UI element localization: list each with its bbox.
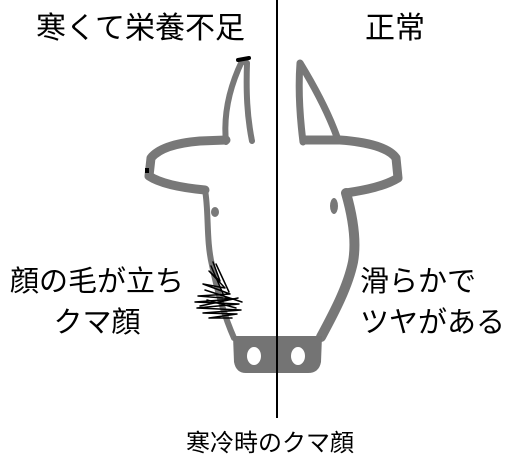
figure-caption: 寒冷時のクマ顔 bbox=[186, 429, 354, 457]
left-face-edge bbox=[202, 187, 237, 341]
right-ear bbox=[299, 135, 403, 198]
right-horn bbox=[295, 59, 341, 146]
cold-side-heading: 寒くて栄養不足 bbox=[35, 11, 246, 46]
left-eye bbox=[211, 207, 219, 217]
right-face-edge bbox=[316, 188, 360, 342]
left-horn bbox=[222, 58, 255, 145]
raised-hair-strokes bbox=[194, 261, 242, 319]
raised-hair-scribble bbox=[194, 261, 243, 319]
normal-side-heading: 正常 bbox=[365, 11, 425, 46]
right-nostril bbox=[291, 347, 305, 365]
normal-side-annotation-line-2: ツヤがある bbox=[360, 305, 506, 339]
cold-side-annotation: 顔の毛が立ち クマ顔 bbox=[0, 261, 194, 343]
normal-side-annotation-line-1: 滑らかで bbox=[360, 264, 477, 298]
raised-hair-extra-strokes bbox=[199, 263, 243, 309]
left-nostril bbox=[247, 347, 261, 365]
right-eye bbox=[330, 198, 338, 214]
cold-side-annotation-line-1: 顔の毛が立ち bbox=[9, 264, 184, 298]
left-ear bbox=[144, 135, 231, 195]
left-horn-tip bbox=[236, 56, 251, 62]
left-ear-tip-mark bbox=[145, 168, 149, 173]
normal-side-annotation: 滑らかで ツヤがある bbox=[360, 261, 510, 343]
cold-side-annotation-line-2: クマ顔 bbox=[53, 305, 141, 339]
